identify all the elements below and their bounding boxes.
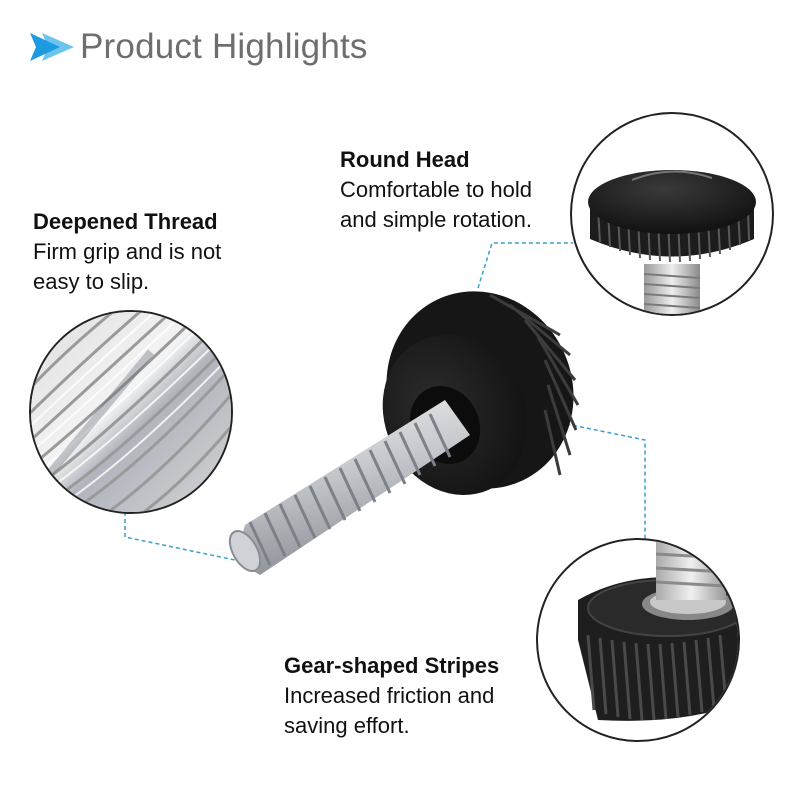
knurled-edge-closeup-image: [578, 540, 738, 721]
callout-desc-line: Increased friction and: [284, 683, 495, 708]
knob-top-closeup-image: [588, 170, 756, 314]
thread-closeup-image: [31, 312, 231, 512]
page-title: Product Highlights: [80, 27, 368, 66]
detail-circle-deepened-thread: [29, 310, 233, 514]
callout-gear-shaped-stripes: Gear-shaped Stripes Increased friction a…: [284, 651, 499, 741]
callout-desc-line: and simple rotation.: [340, 207, 532, 232]
callout-desc-line: Comfortable to hold: [340, 177, 532, 202]
detail-circle-gear-shaped-stripes: [536, 538, 740, 742]
callout-desc-line: Firm grip and is not: [33, 239, 222, 264]
header: Product Highlights: [28, 24, 368, 70]
callout-title: Round Head: [340, 147, 470, 172]
callout-title: Gear-shaped Stripes: [284, 653, 500, 678]
detail-circle-round-head: [570, 112, 774, 316]
callout-deepened-thread: Deepened Thread Firm grip and is not eas…: [33, 207, 221, 297]
callout-round-head: Round Head Comfortable to hold and simpl…: [340, 145, 532, 235]
callout-title: Deepened Thread: [33, 209, 218, 234]
callout-desc-line: easy to slip.: [33, 269, 150, 294]
thumb-screw-product-image: [228, 291, 580, 575]
callout-desc-line: saving effort.: [284, 713, 410, 738]
double-chevron-arrow-icon: [28, 31, 74, 63]
